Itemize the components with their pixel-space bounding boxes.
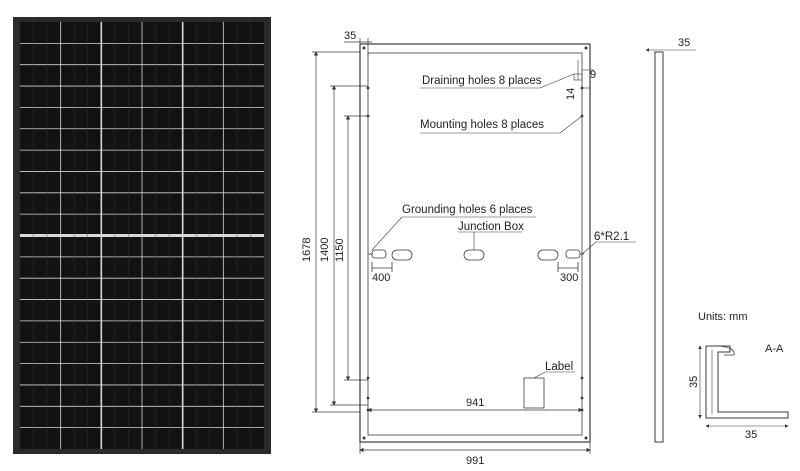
label-grounding-holes: Grounding holes 6 places <box>402 204 533 216</box>
dim-hole-9: 9 <box>590 69 596 81</box>
dim-height-1400: 1400 <box>319 238 331 262</box>
dim-width-941: 941 <box>466 397 484 409</box>
label-label: Label <box>545 361 573 373</box>
panel-outline-drawing <box>359 43 594 443</box>
dim-height-1150: 1150 <box>334 238 346 262</box>
label-mounting-holes: Mounting holes 8 places <box>420 119 544 131</box>
label-radius: 6*R2.1 <box>594 231 629 243</box>
label-section: A-A <box>765 343 784 355</box>
dimension-lines <box>312 38 591 454</box>
junction-box-slot <box>463 249 485 261</box>
dim-grounding-400: 400 <box>372 272 390 284</box>
panel-front-view <box>13 17 271 454</box>
label-box <box>523 377 545 409</box>
dim-height-1678: 1678 <box>301 238 313 262</box>
dim-section-height: 35 <box>688 376 700 388</box>
dim-frame-top: 35 <box>344 30 356 42</box>
dim-width-991: 991 <box>466 455 484 467</box>
grounding-holes <box>368 249 584 272</box>
frame-cross-section <box>698 345 789 428</box>
label-draining-holes: Draining holes 8 places <box>422 75 542 87</box>
dim-section-width: 35 <box>745 429 757 441</box>
leader-lines <box>371 73 636 379</box>
dim-hole-14: 14 <box>565 88 577 100</box>
panel-side-view <box>645 48 696 443</box>
label-junction-box: Junction Box <box>458 221 524 233</box>
label-units: Units: mm <box>698 311 748 323</box>
cell-grid <box>20 22 264 449</box>
dim-side-35: 35 <box>678 37 690 49</box>
dim-grounding-300: 300 <box>560 272 578 284</box>
